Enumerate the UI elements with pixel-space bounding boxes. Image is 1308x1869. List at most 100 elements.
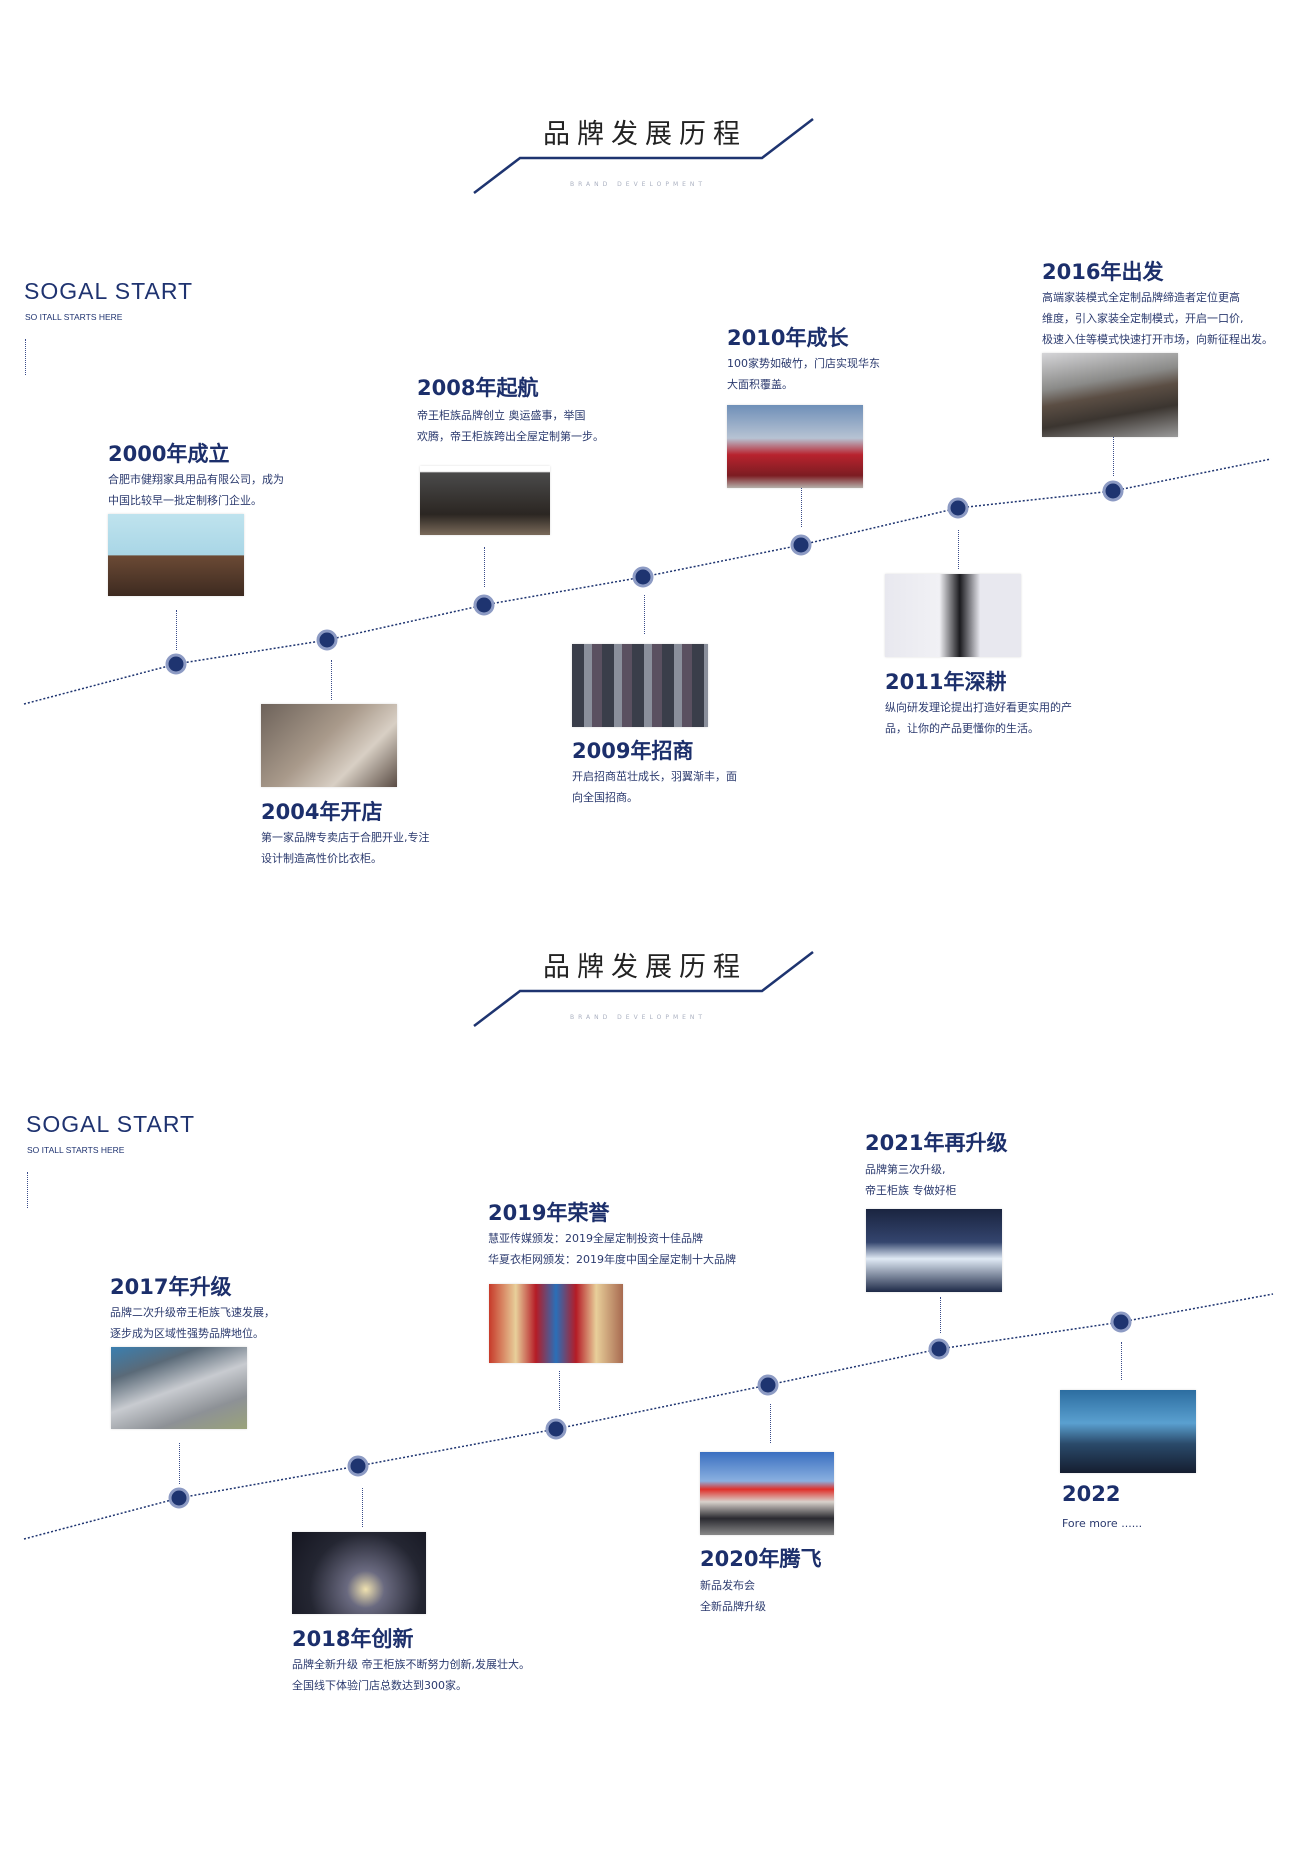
timeline-node — [168, 1487, 190, 1509]
description-line: 设计制造高性价比衣柜。 — [261, 852, 382, 865]
section-subtitle: BRAND DEVELOPMENT — [570, 1014, 707, 1021]
store-building-photo — [420, 466, 550, 535]
milestone-title: 2022 — [1062, 1482, 1121, 1506]
description-line: 向全国招商。 — [572, 791, 638, 804]
milestone-title: 2011年深耕 — [885, 670, 1007, 694]
timeline-connector — [958, 530, 959, 569]
description-line: Fore more ...... — [1062, 1517, 1143, 1530]
brand-name: SOGAL START — [24, 278, 194, 304]
milestone-description: 纵向研发理论提出打造好看更实用的产品，让你的产品更懂你的生活。 — [885, 697, 1072, 739]
timeline-node — [545, 1418, 567, 1440]
timeline-node — [632, 566, 654, 588]
milestone-title: 2009年招商 — [572, 739, 694, 763]
trophies-photo — [489, 1284, 623, 1363]
timeline-node — [473, 594, 495, 616]
milestone-title: 2004年开店 — [261, 800, 383, 824]
brand-divider-dots — [27, 1172, 28, 1208]
timeline-connector — [362, 1488, 363, 1527]
timeline-node — [947, 497, 969, 519]
description-line: 品牌全新升级 帝王柜族不断努力创新,发展壮大。 — [292, 1658, 530, 1671]
section-title: 品牌发展历程 — [543, 952, 747, 983]
description-line: 华夏衣柜网颁发：2019年度中国全屋定制十大品牌 — [488, 1253, 736, 1266]
store-collage-photo — [572, 644, 708, 727]
description-line: 慧亚传媒颁发：2019全屋定制投资十佳品牌 — [488, 1232, 703, 1245]
timeline-connector — [801, 488, 802, 527]
brand-tagline: SO ITALL STARTS HERE — [25, 312, 123, 322]
description-line: 维度，引入家装全定制模式，开启一口价, — [1042, 312, 1244, 325]
timeline-node — [928, 1338, 950, 1360]
milestone-title: 2000年成立 — [108, 442, 230, 466]
title-frame-line — [473, 118, 814, 194]
timeline-connector — [1121, 1342, 1122, 1380]
description-line: 中国比较早一批定制移门企业。 — [108, 494, 262, 507]
group-photo — [727, 405, 863, 488]
city-globe-photo — [1060, 1390, 1196, 1473]
description-line: 纵向研发理论提出打造好看更实用的产 — [885, 701, 1072, 714]
timeline-connector — [1113, 437, 1114, 476]
timeline-connector — [331, 660, 332, 700]
section-title: 品牌发展历程 — [543, 119, 747, 150]
description-line: 逐步成为区域性强势品牌地位。 — [110, 1327, 264, 1340]
timeline-node — [1102, 480, 1124, 502]
milestone-title: 2016年出发 — [1042, 260, 1164, 284]
milestone-description: 品牌第三次升级, 帝王柜族 专做好柜 — [865, 1159, 957, 1201]
timeline-connector — [179, 1443, 180, 1484]
milestone-title: 2021年再升级 — [865, 1131, 1008, 1155]
milestone-title: 2017年升级 — [110, 1275, 232, 1299]
milestone-description: 品牌全新升级 帝王柜族不断努力创新,发展壮大。全国线下体验门店总数达到300家。 — [292, 1654, 530, 1696]
timeline-node — [757, 1374, 779, 1396]
description-line: 新品发布会 — [700, 1579, 755, 1592]
description-line: 100家势如破竹，门店实现华东 — [727, 357, 880, 370]
board-closeup-photo — [1042, 353, 1178, 437]
section-subtitle: BRAND DEVELOPMENT — [570, 181, 707, 188]
timeline-node — [790, 534, 812, 556]
milestone-description: 开启招商茁壮成长，羽翼渐丰，面向全国招商。 — [572, 766, 737, 808]
timeline-line — [23, 1293, 1274, 1540]
milestone-description: 品牌二次升级帝王柜族飞速发展， 逐步成为区域性强势品牌地位。 — [110, 1302, 275, 1344]
milestone-title: 2019年荣誉 — [488, 1201, 610, 1225]
milestone-description: Fore more ...... — [1062, 1513, 1142, 1534]
timeline-node — [165, 653, 187, 675]
milestone-description: 合肥市健翔家具用品有限公司，成为中国比较早一批定制移门企业。 — [108, 469, 284, 511]
portrait-photo — [108, 514, 244, 596]
milestone-description: 高端家装模式全定制品牌缔造者定位更高维度，引入家装全定制模式，开启一口价, 极速入… — [1042, 287, 1273, 350]
description-line: 大面积覆盖。 — [727, 378, 793, 391]
milestone-title: 2010年成长 — [727, 326, 849, 350]
milestone-description: 100家势如破竹，门店实现华东大面积覆盖。 — [727, 353, 880, 395]
city-night-photo — [292, 1532, 426, 1614]
timeline-connector — [770, 1404, 771, 1443]
timeline-connector — [176, 610, 177, 650]
description-line: 品牌二次升级帝王柜族飞速发展， — [110, 1306, 275, 1319]
timeline-connector — [940, 1297, 941, 1333]
description-line: 欢腾，帝王柜族跨出全屋定制第一步。 — [417, 430, 604, 443]
description-line: 品，让你的产品更懂你的生活。 — [885, 722, 1039, 735]
description-line: 第一家品牌专卖店于合肥开业,专注 — [261, 831, 430, 844]
description-line: 全国线下体验门店总数达到300家。 — [292, 1679, 467, 1692]
study-room-photo — [261, 704, 397, 787]
title-frame-line — [473, 951, 814, 1027]
milestone-title: 2018年创新 — [292, 1627, 414, 1651]
showroom-photo — [866, 1209, 1002, 1292]
factory-aerial-photo — [111, 1347, 247, 1429]
brand-tagline: SO ITALL STARTS HERE — [27, 1145, 125, 1155]
description-line: 帝王柜族 专做好柜 — [865, 1184, 957, 1197]
timeline-connector — [644, 595, 645, 634]
milestone-description: 新品发布会全新品牌升级 — [700, 1575, 766, 1617]
description-line: 高端家装模式全定制品牌缔造者定位更高 — [1042, 291, 1240, 304]
brand-name: SOGAL START — [26, 1111, 196, 1137]
timeline-connector — [484, 547, 485, 587]
timeline-node — [316, 629, 338, 651]
milestone-description: 帝王柜族品牌创立 奥运盛事，举国欢腾，帝王柜族跨出全屋定制第一步。 — [417, 405, 604, 447]
milestone-title: 2008年起航 — [417, 376, 539, 400]
description-line: 合肥市健翔家具用品有限公司，成为 — [108, 473, 284, 486]
brand-divider-dots — [25, 339, 26, 375]
timeline-connector — [559, 1371, 560, 1410]
timeline-node — [1110, 1311, 1132, 1333]
description-line: 品牌第三次升级, — [865, 1163, 946, 1176]
milestone-description: 慧亚传媒颁发：2019全屋定制投资十佳品牌华夏衣柜网颁发：2019年度中国全屋定… — [488, 1228, 736, 1270]
description-line: 开启招商茁壮成长，羽翼渐丰，面 — [572, 770, 737, 783]
description-line: 极速入住等模式快速打开市场，向新征程出发。 — [1042, 333, 1273, 346]
timeline-node — [347, 1455, 369, 1477]
